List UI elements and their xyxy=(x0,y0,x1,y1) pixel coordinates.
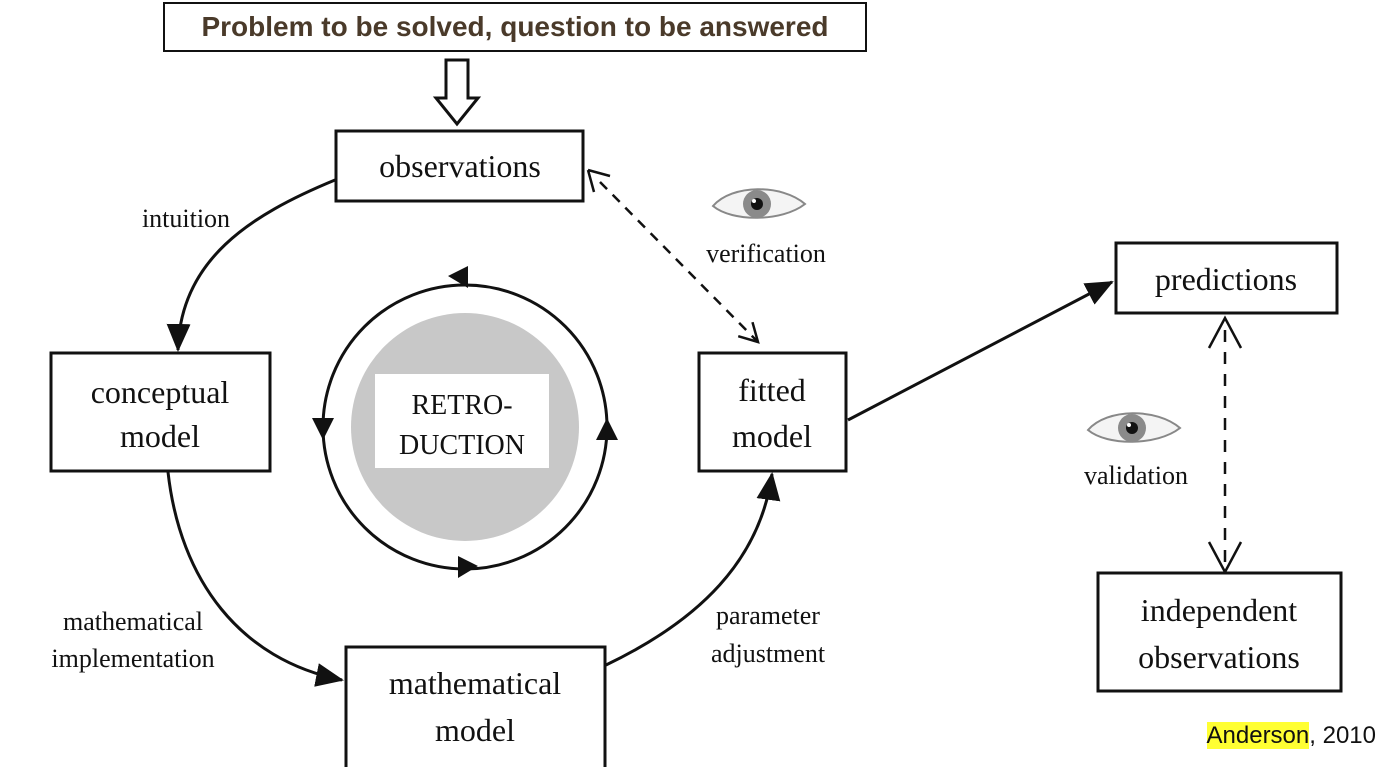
hollow-down-arrow xyxy=(432,58,482,127)
prediction-arrow xyxy=(847,280,1114,422)
citation-year: , 2010 xyxy=(1309,722,1376,749)
independent-label-line2: observations xyxy=(1138,639,1300,675)
param-label-line1: parameter xyxy=(716,601,820,630)
param-label-line2: adjustment xyxy=(711,639,826,668)
fitted-model-node: fitted model xyxy=(697,351,848,473)
predictions-node: predictions xyxy=(1114,241,1339,315)
fitted-label-line2: model xyxy=(732,418,812,454)
math-impl-label-line1: mathematical xyxy=(63,607,203,636)
intuition-label: intuition xyxy=(142,204,230,233)
validation-arrowhead-bottom xyxy=(1207,541,1243,575)
ring-arrowhead-top xyxy=(448,266,468,288)
retroduction-line2: DUCTION xyxy=(399,430,525,461)
conceptual-label-line2: model xyxy=(120,418,200,454)
intuition-arrow xyxy=(166,178,336,352)
problem-title: Problem to be solved, question to be ans… xyxy=(163,2,867,52)
math-impl-label-line2: implementation xyxy=(51,644,214,673)
conceptual-model-node: conceptual model xyxy=(49,351,272,473)
validation-arrowhead-top xyxy=(1207,315,1243,349)
ring-arrowhead-right xyxy=(596,418,618,440)
fitted-label-line1: fitted xyxy=(738,372,806,408)
retroduction-line1: RETRO- xyxy=(411,390,512,421)
ring-arrowhead-left xyxy=(312,418,334,440)
citation: Anderson, 2010 xyxy=(1206,722,1376,750)
mathematical-label-line1: mathematical xyxy=(389,665,561,701)
verification-arrowhead-top xyxy=(586,168,611,193)
observations-node: observations xyxy=(334,129,585,203)
validation-label: validation xyxy=(1084,461,1188,490)
verification-dashed-arrow xyxy=(599,181,760,344)
mathematical-model-node: mathematical model xyxy=(344,645,607,767)
retroduction-cycle: RETRO- DUCTION xyxy=(312,266,618,578)
mathematical-label-line2: model xyxy=(435,712,515,748)
conceptual-label-line1: conceptual xyxy=(91,374,230,410)
verification-label: verification xyxy=(706,239,826,268)
predictions-label: predictions xyxy=(1155,261,1297,297)
eye-icon xyxy=(1086,412,1182,443)
parameter-adjustment-arrow xyxy=(605,472,781,667)
math-implementation-arrow xyxy=(166,471,344,687)
citation-author: Anderson xyxy=(1206,722,1310,749)
independent-label-line1: independent xyxy=(1141,592,1298,628)
retroduction-label-box xyxy=(375,374,549,468)
observations-label: observations xyxy=(379,148,541,184)
independent-observations-node: independent observations xyxy=(1096,571,1343,693)
ring-arrowhead-bottom xyxy=(458,556,478,578)
eye-icon xyxy=(711,188,807,219)
